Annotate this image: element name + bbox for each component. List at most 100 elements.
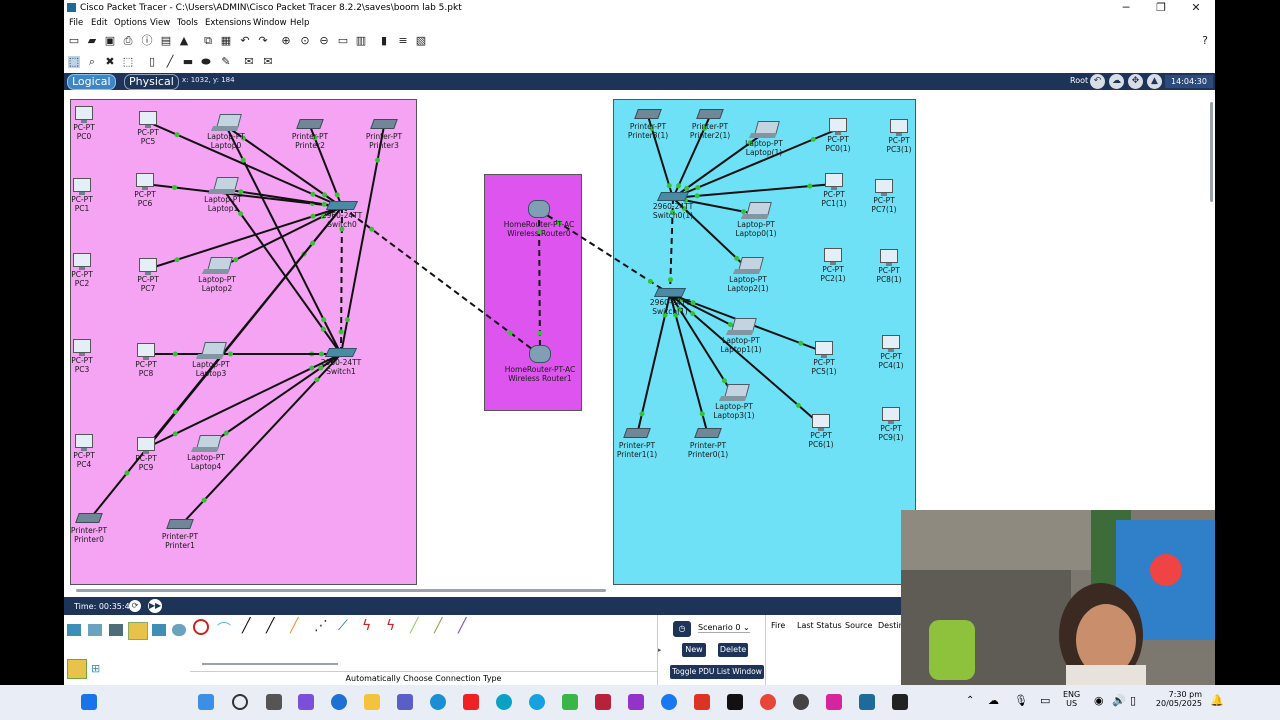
- help-icon[interactable]: ?: [1202, 34, 1208, 47]
- multiuser-icon[interactable]: [172, 624, 186, 636]
- menu-edit[interactable]: Edit: [91, 18, 108, 28]
- paste-icon[interactable]: ▦: [220, 34, 232, 47]
- undo-icon[interactable]: ↶: [240, 34, 250, 47]
- freeform-icon[interactable]: ✎: [221, 55, 231, 68]
- fast-forward-icon[interactable]: ▶▶: [148, 599, 162, 613]
- terminal-icon[interactable]: [892, 694, 908, 710]
- link-pc9-switch0[interactable]: [145, 206, 343, 449]
- activity-wizard-icon[interactable]: ▲: [179, 34, 189, 47]
- network-wizard-icon[interactable]: ▤: [160, 34, 172, 47]
- chrome-icon[interactable]: [760, 694, 776, 710]
- horizontal-scrollbar-thumb[interactable]: [76, 589, 606, 592]
- close-button[interactable]: ✕: [1191, 1, 1201, 14]
- menu-extensions[interactable]: Extensions: [205, 18, 252, 28]
- menu-window[interactable]: Window: [253, 18, 287, 28]
- link-pc6-switch0[interactable]: [144, 183, 343, 208]
- start-icon[interactable]: [198, 694, 214, 710]
- photo-app-icon[interactable]: [595, 694, 611, 710]
- logical-tab[interactable]: Logical: [67, 74, 116, 90]
- move-object-icon[interactable]: ✥: [1128, 74, 1143, 89]
- file-explorer-icon[interactable]: [364, 694, 380, 710]
- facebook-icon[interactable]: [661, 694, 677, 710]
- vertical-scrollbar-thumb[interactable]: [1210, 102, 1213, 202]
- volume-icon[interactable]: 🔊: [1112, 694, 1126, 707]
- link-laptop1-switch1[interactable]: [222, 188, 342, 355]
- misc-icon[interactable]: [152, 624, 166, 636]
- menu-file[interactable]: File: [69, 18, 84, 28]
- straight-through-cable-icon[interactable]: ╱: [242, 618, 251, 634]
- end-devices-icon[interactable]: [88, 624, 102, 636]
- link-pc0_1-switch0_1[interactable]: [672, 128, 839, 199]
- rectangle-icon[interactable]: ▬: [182, 55, 194, 68]
- console-cable-icon[interactable]: ⌒: [217, 622, 231, 638]
- menu-tools[interactable]: Tools: [177, 18, 198, 28]
- fiber-cable-icon[interactable]: ╱: [290, 618, 299, 634]
- messenger-icon[interactable]: [331, 694, 347, 710]
- complex-pdu-icon[interactable]: ✉: [263, 55, 273, 68]
- link-pc7-switch0[interactable]: [147, 206, 343, 270]
- instagram-icon[interactable]: [826, 694, 842, 710]
- iot-cable-icon[interactable]: ╱: [434, 618, 443, 634]
- link-laptop4-switch1[interactable]: [205, 353, 342, 448]
- play-store-icon[interactable]: [562, 694, 578, 710]
- maximize-button[interactable]: ❐: [1156, 1, 1166, 14]
- packet-tracer-taskbar-icon[interactable]: [859, 694, 875, 710]
- select-icon[interactable]: ⬚: [68, 55, 80, 68]
- resize-icon[interactable]: ⬚: [122, 55, 134, 68]
- back-icon[interactable]: ↶: [1090, 74, 1105, 89]
- vertical-scrollbar[interactable]: [1208, 92, 1215, 585]
- chrome-app-icon[interactable]: [529, 694, 545, 710]
- connections-icon[interactable]: [128, 622, 148, 640]
- drawing-palette-icon[interactable]: ▭: [337, 34, 349, 47]
- new-scenario-button[interactable]: New: [682, 643, 706, 657]
- coaxial-cable-icon[interactable]: ⟋: [338, 618, 348, 634]
- print-icon[interactable]: ⎙: [123, 34, 133, 47]
- realtime-mode-icon[interactable]: ◷: [673, 621, 691, 637]
- phone-cable-icon[interactable]: ⋰: [314, 618, 328, 634]
- crossover-cable-icon[interactable]: ╱: [266, 618, 275, 634]
- selected-connection-type-icon[interactable]: [67, 659, 87, 679]
- open-folder-icon[interactable]: ▰: [87, 34, 97, 47]
- menu-options[interactable]: Options: [114, 18, 147, 28]
- zoom-reset-icon[interactable]: ⊙: [300, 34, 310, 47]
- link-laptop0-switch1[interactable]: [225, 125, 342, 355]
- edge-icon[interactable]: [430, 694, 446, 710]
- auto-connection-icon[interactable]: [193, 619, 209, 635]
- screenshot-icon[interactable]: ▧: [415, 34, 427, 47]
- viewport-icon[interactable]: ▮: [380, 34, 388, 47]
- search-icon[interactable]: [232, 694, 248, 710]
- start-menu-icon[interactable]: [81, 694, 97, 710]
- tray-overflow-icon[interactable]: ⌃: [966, 695, 975, 706]
- grid-icon[interactable]: ⊞: [91, 662, 101, 675]
- usb-cable-icon[interactable]: ╱: [458, 618, 467, 634]
- link-pc1_1-switch0_1[interactable]: [672, 183, 835, 199]
- delete-icon[interactable]: ✖: [105, 55, 115, 68]
- save-icon[interactable]: ▣: [104, 34, 116, 47]
- serial-dte-cable-icon[interactable]: ϟ: [386, 618, 396, 634]
- line-icon[interactable]: ╱: [166, 55, 174, 68]
- new-cluster-icon[interactable]: ☁: [1109, 74, 1124, 89]
- ellipse-icon[interactable]: ⬬: [201, 55, 211, 68]
- serial-dce-cable-icon[interactable]: ϟ: [362, 618, 372, 634]
- battery-icon[interactable]: ▭: [1040, 694, 1051, 707]
- dashed-link-switch0-router1[interactable]: [341, 206, 541, 356]
- teams-icon[interactable]: [397, 694, 413, 710]
- notification-icon[interactable]: 🔔: [1210, 694, 1224, 707]
- set-tiled-background-icon[interactable]: ▲: [1147, 74, 1162, 89]
- pdf-app-icon[interactable]: [694, 694, 710, 710]
- link-printer1-switch1[interactable]: [179, 353, 342, 527]
- task-view-icon[interactable]: [266, 694, 282, 710]
- link-pc6_1-switch_1[interactable]: [669, 293, 822, 426]
- custom-devices-icon[interactable]: ▥: [355, 34, 367, 47]
- collapse-arrow-icon[interactable]: ▸: [657, 615, 666, 685]
- physical-tab[interactable]: Physical: [124, 74, 179, 90]
- toggle-pdu-list-button[interactable]: Toggle PDU List Window: [670, 665, 764, 679]
- network-devices-icon[interactable]: [67, 624, 81, 636]
- inspect-icon[interactable]: ⌕: [88, 55, 96, 68]
- zoom-out-icon[interactable]: ⊖: [319, 34, 329, 47]
- cluster-icon[interactable]: ≡: [398, 34, 408, 47]
- cloud-icon[interactable]: ☁: [988, 694, 999, 707]
